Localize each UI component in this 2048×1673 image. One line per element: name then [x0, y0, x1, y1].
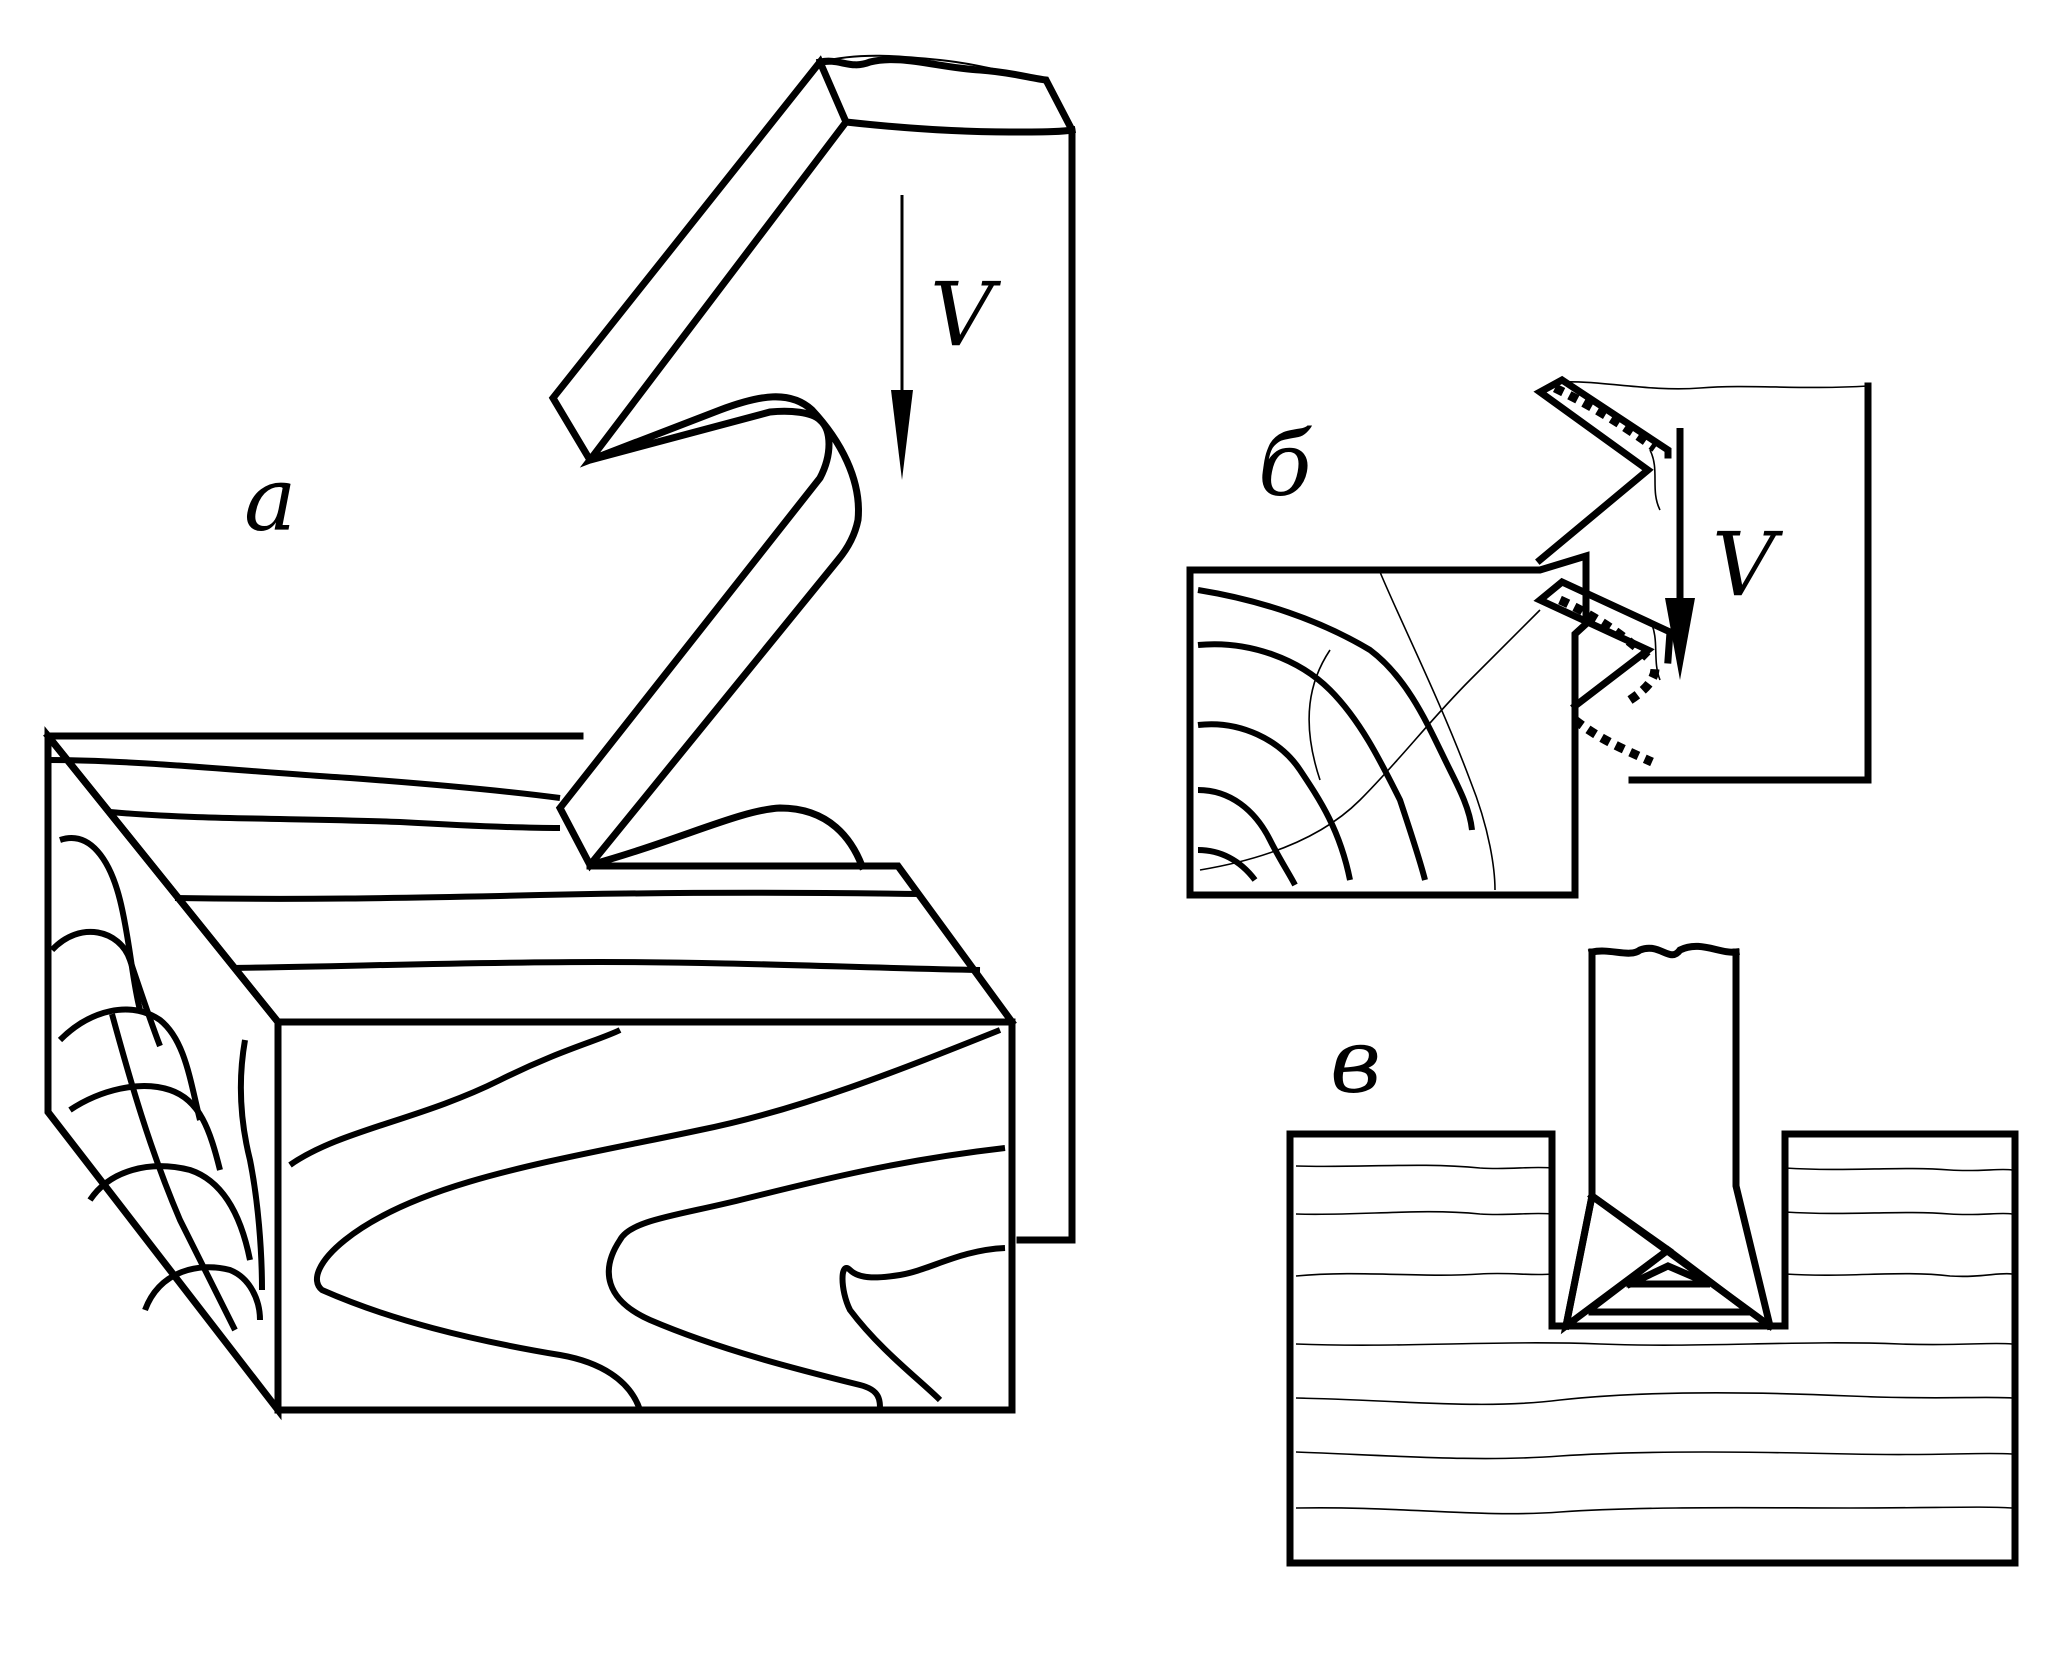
end-grain-ray — [237, 1039, 265, 1291]
front-grain-line — [314, 1027, 1002, 1412]
wood-grain — [1295, 1210, 1553, 1216]
v-tool-break-line — [1559, 380, 1869, 390]
wood-grain — [1295, 1506, 2013, 1515]
velocity-label-b: V — [1712, 513, 1784, 616]
block-top-left-edge — [43, 731, 283, 1027]
growth-ring — [1197, 787, 1298, 887]
end-grain-ring — [87, 1163, 253, 1261]
growth-ring — [1197, 721, 1353, 881]
arrow-head — [1665, 598, 1695, 680]
v-tool-tip-detail — [1649, 449, 1661, 511]
v-tool-section — [1560, 942, 1775, 1335]
front-grain-line — [288, 1027, 622, 1168]
v-tool-tip-detail — [1649, 619, 1661, 681]
wood-grain — [1295, 1164, 1553, 1170]
velocity-arrow-a: V — [891, 195, 1002, 480]
v-tool-lower-edge — [1533, 577, 1674, 711]
wood-block — [43, 726, 1017, 1421]
velocity-arrow-b: V — [1665, 428, 1784, 680]
wood-grain — [1295, 1451, 2013, 1460]
tool-break-line — [1587, 942, 1740, 959]
v-tool-body — [1628, 382, 1872, 784]
growth-ring — [1197, 641, 1428, 881]
wood-grain — [1295, 1272, 1553, 1277]
end-grain-ring — [49, 929, 163, 1048]
end-grain-ring — [59, 835, 143, 1011]
velocity-label-a: V — [930, 263, 1002, 366]
wood-grain — [1784, 1211, 2013, 1216]
top-grain-line — [109, 809, 561, 831]
fine-grain — [1199, 609, 1541, 871]
v-tool — [1533, 375, 1872, 784]
block-top-right-edge — [586, 862, 1017, 1027]
end-grain-ring — [68, 1083, 223, 1171]
panel-label-b: б — [1258, 413, 1313, 516]
grooved-workpiece — [1286, 1130, 2019, 1567]
fine-grain — [1379, 571, 1496, 891]
v-tool-dotted-edge — [1558, 595, 1654, 664]
end-grain-ray — [109, 1013, 238, 1332]
wood-grain — [1295, 1342, 2013, 1346]
fine-grain — [1308, 649, 1331, 781]
gouge-break-detail — [819, 54, 1047, 81]
panel-label-a: а — [244, 448, 296, 551]
tool-inner-edge — [1625, 1262, 1712, 1289]
v-tool-dotted-edge — [1627, 667, 1660, 704]
front-grain-line — [839, 1245, 1006, 1403]
panel-v: в — [1286, 942, 2019, 1567]
top-grain-line — [174, 889, 921, 902]
wood-grain — [1784, 1272, 2013, 1278]
growth-ring — [1197, 847, 1258, 882]
end-grain-ring — [57, 1006, 203, 1121]
front-grain-line — [605, 1145, 1006, 1411]
end-grain-ring — [142, 1264, 263, 1321]
v-tool-dotted-edge — [1572, 716, 1654, 767]
v-tool-dotted-edge — [1553, 383, 1658, 452]
v-tool-upper-edge — [1533, 375, 1672, 565]
gouge-blade-outline — [548, 55, 862, 872]
wood-grain — [1295, 1391, 2013, 1406]
wood-grain — [1784, 1167, 2013, 1172]
gouge-handle-edge — [815, 56, 1076, 1244]
top-grain-line — [234, 959, 981, 973]
top-grain-line — [47, 757, 561, 801]
gouge-tool — [548, 54, 1077, 1244]
gouge-chip — [585, 804, 867, 871]
panel-a: V а — [43, 54, 1077, 1421]
panel-b: V б — [1186, 375, 1872, 899]
growth-ring — [1197, 587, 1475, 831]
arrow-head — [891, 390, 913, 480]
panel-label-v: в — [1330, 1010, 1381, 1113]
wood-end-piece — [1186, 551, 1590, 899]
tool-right-edge — [1732, 948, 1775, 1331]
gouge-break-line — [842, 118, 1077, 136]
